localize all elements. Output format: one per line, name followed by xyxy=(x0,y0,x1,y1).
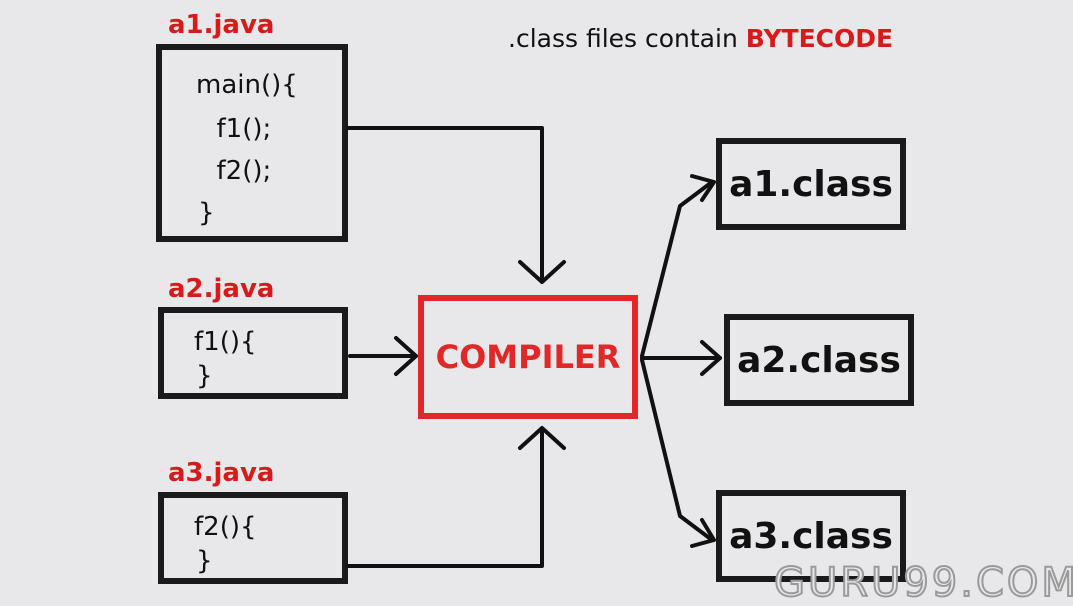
output-box-a2: a2.class xyxy=(724,314,914,406)
watermark: GURU99.COM xyxy=(773,559,1073,606)
source-box-a1: main(){ f1(); f2(); } xyxy=(156,44,348,242)
arrowhead-icon xyxy=(394,336,418,376)
arrowhead-icon xyxy=(518,426,566,450)
header-note-highlight: BYTECODE xyxy=(745,24,894,53)
arrow-a1-to-compiler xyxy=(346,126,544,282)
code-line: main(){ xyxy=(196,70,298,100)
arrow-compiler-to-a1class xyxy=(640,180,714,358)
source-box-a3: f2(){ } xyxy=(158,492,348,584)
source-label-a3: a3.java xyxy=(168,458,275,488)
arrowhead-icon xyxy=(690,518,716,548)
code-line: f2(){ xyxy=(194,512,257,542)
source-box-a2: f1(){ } xyxy=(158,307,348,399)
code-line: } xyxy=(198,198,215,228)
header-note: .class files contain BYTECODE xyxy=(508,24,893,53)
arrowhead-icon xyxy=(690,174,716,202)
arrow-a3-to-compiler xyxy=(346,428,544,568)
compiler-label: COMPILER xyxy=(435,338,621,376)
source-label-a2: a2.java xyxy=(168,274,275,304)
output-label-a3: a3.class xyxy=(729,515,893,557)
code-line: f1(){ xyxy=(194,327,257,357)
code-line: f1(); xyxy=(200,114,272,144)
code-line: f2(); xyxy=(200,156,272,186)
compiler-box: COMPILER xyxy=(418,295,638,419)
arrowhead-icon xyxy=(700,340,722,376)
code-line: } xyxy=(196,546,213,576)
header-note-prefix: .class files contain xyxy=(508,24,746,53)
code-line: } xyxy=(196,361,213,391)
output-label-a2: a2.class xyxy=(737,339,901,381)
source-label-a1: a1.java xyxy=(168,10,275,40)
output-label-a1: a1.class xyxy=(729,163,893,205)
arrowhead-icon xyxy=(518,260,566,284)
output-box-a1: a1.class xyxy=(716,138,906,230)
arrow-compiler-to-a3class xyxy=(640,358,714,542)
output-box-a3: a3.class xyxy=(716,490,906,582)
